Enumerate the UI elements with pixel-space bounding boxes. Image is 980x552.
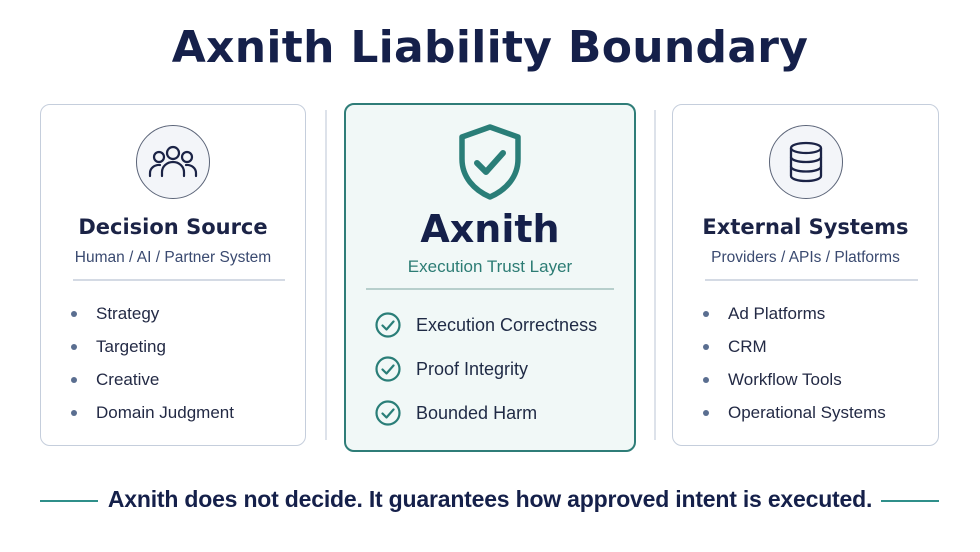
axnith-card: Axnith Execution Trust Layer Execution C… — [344, 103, 636, 452]
card-title: External Systems — [702, 215, 909, 239]
bullet-dot-icon — [703, 343, 709, 350]
card-separator — [705, 279, 918, 281]
decision-source-card: Decision Source Human / AI / Partner Sys… — [40, 104, 306, 446]
check-circle-icon — [375, 312, 401, 338]
list-item: Creative — [71, 363, 234, 396]
axnith-guarantee-list: Execution Correctness Proof Integrity Bo… — [374, 303, 597, 435]
card-title: Axnith — [420, 207, 560, 251]
list-item: Workflow Tools — [703, 363, 886, 396]
users-icon — [136, 125, 210, 199]
list-item: Bounded Harm — [374, 391, 597, 435]
bullet-dot-icon — [71, 310, 77, 317]
footer-statement: Axnith does not decide. It guarantees ho… — [107, 486, 873, 512]
list-item: Targeting — [71, 330, 234, 363]
database-icon — [768, 125, 843, 199]
list-item: Operational Systems — [703, 396, 886, 429]
list-item: Proof Integrity — [374, 347, 597, 391]
list-item: Strategy — [71, 297, 234, 330]
check-circle-icon — [375, 356, 401, 382]
card-separator — [73, 279, 285, 281]
list-item: Domain Judgment — [71, 396, 234, 429]
list-item: CRM — [703, 330, 886, 363]
footer-accent-line — [881, 500, 939, 502]
bullet-dot-icon — [703, 409, 709, 416]
card-subtitle: Providers / APIs / Platforms — [711, 249, 900, 266]
column-divider — [325, 110, 327, 440]
card-subtitle: Human / AI / Partner System — [74, 249, 272, 266]
bullet-dot-icon — [703, 310, 709, 317]
card-subtitle: Execution Trust Layer — [407, 257, 573, 276]
card-separator — [366, 288, 614, 290]
card-title: Decision Source — [78, 215, 268, 239]
external-systems-list: Ad Platforms CRM Workflow Tools Operatio… — [703, 297, 886, 429]
shield-check-icon — [459, 124, 521, 200]
list-item: Execution Correctness — [374, 303, 597, 347]
list-item: Ad Platforms — [703, 297, 886, 330]
check-circle-icon — [375, 400, 401, 426]
bullet-dot-icon — [71, 409, 77, 416]
external-systems-card: External Systems Providers / APIs / Plat… — [672, 104, 939, 446]
bullet-dot-icon — [71, 376, 77, 383]
bullet-dot-icon — [703, 376, 709, 383]
footer-accent-line — [40, 500, 98, 502]
decision-source-list: Strategy Targeting Creative Domain Judgm… — [71, 297, 234, 429]
page-title: Axnith Liability Boundary — [171, 22, 809, 73]
column-divider — [654, 110, 656, 440]
bullet-dot-icon — [71, 343, 77, 350]
